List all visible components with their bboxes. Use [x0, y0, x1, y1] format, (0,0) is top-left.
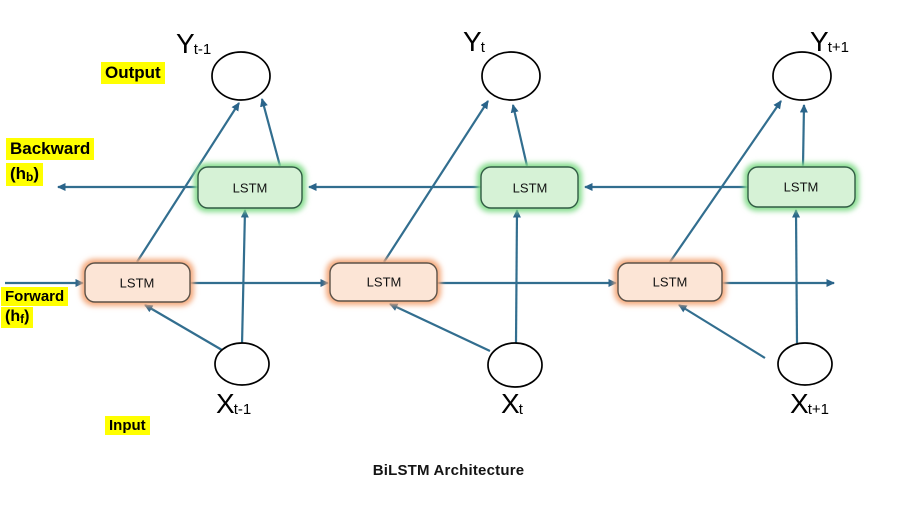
input-label-sub: t-1	[233, 401, 252, 418]
backward-hidden-close: )	[33, 164, 40, 183]
diagram-title: BiLSTM Architecture	[372, 462, 525, 479]
input2-to-forward2-arrow	[389, 303, 491, 352]
output-label-base: Y	[463, 26, 482, 57]
input1-to-backward1-arrow	[240, 209, 249, 346]
input-node-t	[487, 342, 543, 388]
input-label-base: X	[790, 388, 809, 419]
forward-lstm1-box	[84, 262, 191, 303]
forward-lstm-layer	[81, 259, 726, 306]
backward-lstm1-box	[197, 166, 303, 209]
backward-layer-label: Backward	[6, 138, 95, 160]
arrow-layer	[5, 98, 835, 359]
backward2-to-output2-arrow	[510, 104, 529, 167]
backward-lstm3-label: LSTM	[783, 179, 819, 195]
forward-lstm2-box	[329, 262, 438, 302]
backward-hidden-label: (hb)	[6, 163, 44, 186]
backward-lstm-layer	[194, 163, 859, 212]
backward1-to-output1-arrow	[260, 98, 282, 167]
output-node-t	[481, 51, 541, 101]
input-node-t+1	[777, 342, 833, 386]
backward-lstm2-label: LSTM	[512, 180, 548, 196]
forward-hidden-close: )	[24, 308, 30, 325]
output-label-sub: t	[480, 39, 485, 56]
backward-lstm3-box	[747, 166, 856, 208]
input1-to-forward1-arrow	[144, 304, 223, 351]
input-node-t-1	[214, 342, 270, 386]
output-label-t+1: Yt+1	[810, 26, 849, 58]
backward-hidden-sub: b	[26, 170, 34, 184]
forward-layer-label: Forward	[1, 287, 69, 307]
forward-hidden-sub: f	[20, 312, 25, 326]
input-label-t: Xt	[501, 388, 523, 420]
input-label-sub: t	[518, 401, 523, 418]
input-label-t+1: Xt+1	[790, 388, 829, 420]
output-label-t-1: Yt-1	[176, 28, 211, 60]
forward-hidden-label: (hf)	[1, 307, 34, 328]
backward-lstm2-box	[480, 166, 579, 209]
input2-to-backward2-arrow	[512, 209, 521, 344]
output-label-base: Y	[810, 26, 829, 57]
forward2-to-output2-arrow	[383, 100, 489, 263]
input-label-base: X	[501, 388, 520, 419]
forward3-to-output3-arrow	[669, 100, 782, 263]
output-node-t-1	[211, 51, 271, 101]
forward-lstm1-label: LSTM	[119, 275, 155, 291]
forward-hidden-open: (h	[5, 308, 21, 325]
node-layer	[211, 51, 833, 388]
output-label-sub: t+1	[827, 39, 849, 56]
input-label-t-1: Xt-1	[216, 388, 251, 420]
input3-to-backward3-arrow	[792, 209, 801, 344]
forward1-to-output1-arrow	[136, 102, 240, 263]
output-label-t: Yt	[463, 26, 485, 58]
backward3-to-output3-arrow	[799, 104, 808, 167]
input3-to-forward3-arrow	[678, 304, 766, 359]
output-node-t+1	[772, 51, 832, 101]
input-label-base: X	[216, 388, 235, 419]
forward-lstm3-box	[617, 262, 723, 302]
output-layer-label: Output	[101, 62, 165, 84]
input-label-sub: t+1	[807, 401, 829, 418]
forward-lstm2-label: LSTM	[366, 274, 402, 290]
backward-lstm1-label: LSTM	[232, 180, 268, 196]
output-label-sub: t-1	[193, 41, 212, 58]
forward-lstm3-label: LSTM	[652, 274, 688, 290]
backward-hidden-open: (h	[10, 164, 27, 183]
output-label-base: Y	[176, 28, 195, 59]
input-layer-label: Input	[105, 416, 150, 436]
